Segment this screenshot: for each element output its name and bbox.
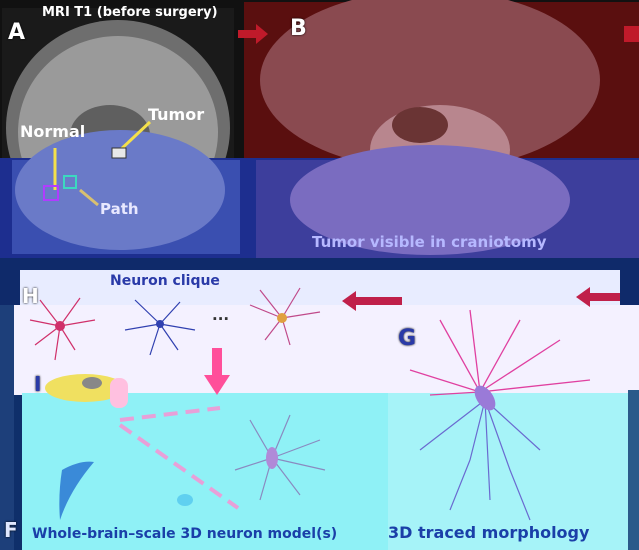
neuron-g-soma — [474, 385, 496, 411]
arrow-left-2-icon — [342, 291, 402, 311]
dashed-line-top — [119, 406, 221, 422]
traced-morphology-caption: 3D traced morphology — [388, 523, 590, 542]
brain-schematic-detail — [82, 377, 102, 389]
neuron-h1 — [29, 297, 96, 361]
dashed-line-bottom — [118, 423, 240, 510]
neuron-h2-soma — [156, 320, 164, 328]
neuron-f — [234, 414, 326, 501]
neuron-h3 — [249, 287, 321, 346]
mri-lower-brain — [15, 130, 225, 250]
panel-letter-g: G — [398, 326, 417, 351]
panel-letter-i: I — [34, 372, 42, 396]
normal-label: Normal — [20, 122, 86, 141]
brain-schematic — [45, 374, 125, 402]
arrow-down-icon — [204, 348, 230, 395]
tumor-lower — [290, 145, 570, 255]
neuron-model-caption: Whole-brain–scale 3D neuron model(s) — [32, 526, 338, 542]
craniotomy-caption: Tumor visible in craniotomy — [312, 233, 547, 251]
neuron-h2 — [124, 299, 196, 356]
right-strip — [628, 390, 639, 550]
arrow-right-edge-icon — [624, 26, 639, 42]
neuron-h1-soma — [55, 321, 65, 331]
brain-schematic-pink — [110, 378, 128, 408]
neuron-g-axon — [419, 399, 541, 521]
cavity — [392, 107, 448, 143]
tumor-marker — [111, 147, 127, 159]
h-panel — [20, 270, 620, 306]
panel-letter-a: A — [8, 20, 26, 45]
clique-ellipsis: ... — [212, 306, 230, 324]
neuron-h3-soma — [277, 313, 287, 323]
panel-letter-h: H — [22, 284, 39, 308]
neuron-fragment-2 — [177, 494, 193, 506]
left-strip — [0, 305, 14, 550]
cyan-panel-right — [388, 393, 628, 550]
tumor-label: Tumor — [148, 105, 205, 124]
panel-letter-f: F — [4, 518, 18, 542]
panel-letter-b: B — [290, 16, 307, 41]
normal-marker — [43, 185, 59, 201]
brain-surface — [260, 0, 600, 170]
neuron-fragment-1 — [59, 461, 94, 520]
path-label: Path — [100, 200, 139, 218]
tumor-pointer — [116, 120, 152, 154]
arrow-a-to-b-icon — [238, 24, 268, 44]
neuron-clique-title: Neuron clique — [110, 273, 220, 289]
neuron-g — [409, 309, 591, 396]
arrow-left-1-icon — [576, 287, 620, 307]
neuron-f-soma — [266, 447, 278, 469]
path-marker — [63, 175, 77, 189]
path-pointer — [79, 188, 99, 207]
panel-a-title: MRI T1 (before surgery) — [42, 5, 218, 20]
